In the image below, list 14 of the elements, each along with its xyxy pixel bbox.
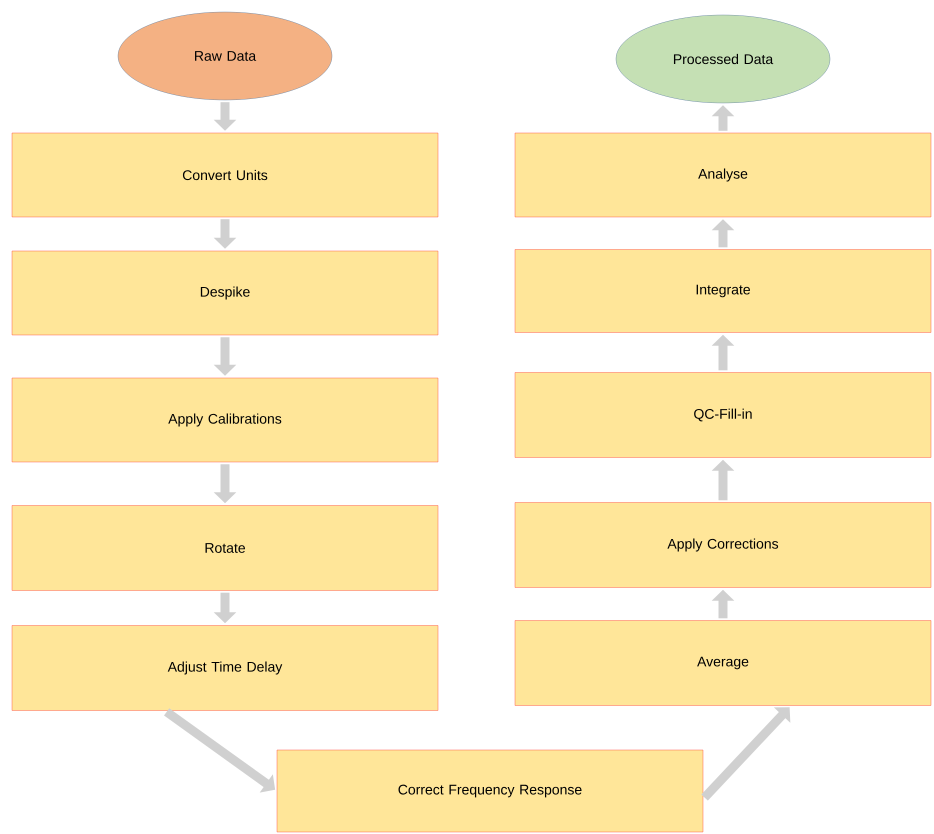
process-box: Correct Frequency Response bbox=[276, 750, 704, 832]
process-box: Convert Units bbox=[12, 132, 438, 218]
process-box: Integrate bbox=[514, 249, 932, 333]
data-oval: Raw Data bbox=[118, 12, 332, 100]
process-box: QC-Fill-in bbox=[514, 372, 932, 458]
process-box: Adjust Time Delay bbox=[12, 625, 438, 711]
process-box: Apply Corrections bbox=[514, 502, 932, 588]
block-arrow bbox=[701, 707, 790, 801]
data-oval: Processed Data bbox=[616, 14, 830, 104]
process-box: Average bbox=[514, 620, 932, 706]
process-box: Apply Calibrations bbox=[12, 378, 438, 462]
process-box: Despike bbox=[12, 250, 438, 336]
process-box: Analyse bbox=[514, 132, 932, 218]
process-box: Rotate bbox=[12, 505, 438, 591]
